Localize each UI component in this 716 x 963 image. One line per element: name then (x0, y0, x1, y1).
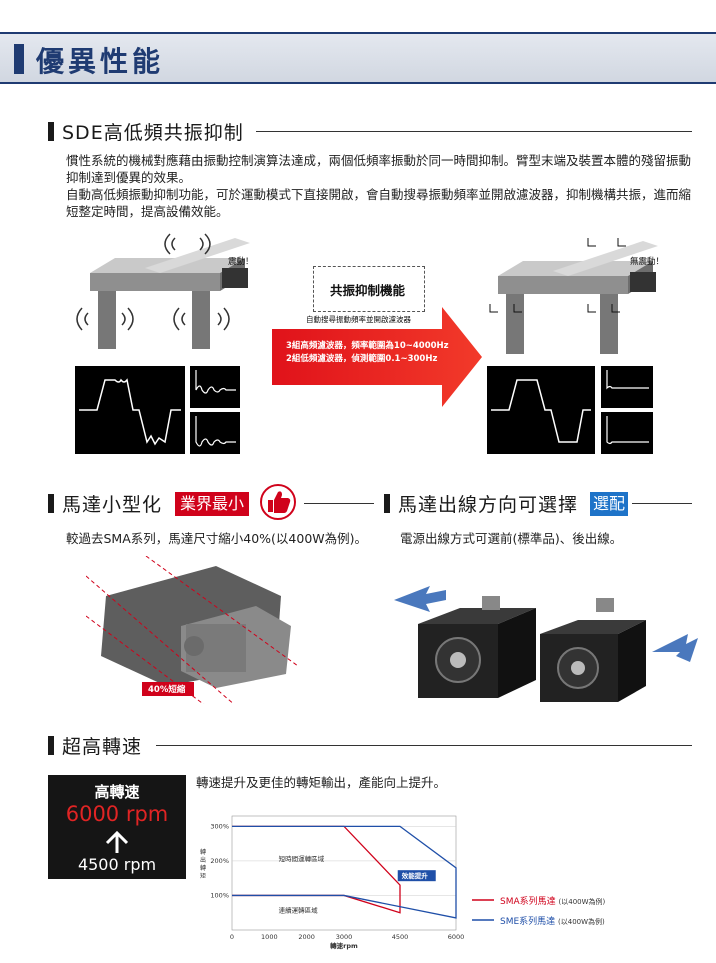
speed-chart-caption: 轉速提升及更佳的轉矩輸出，產能向上提升。 (196, 775, 447, 790)
chart-x-tick-label: 1000 (261, 933, 278, 941)
chart-series-line-1 (232, 825, 457, 919)
vibrating-machine-illustration (76, 233, 250, 349)
chart-x-tick-label: 2000 (298, 933, 315, 941)
chart-improve-tag-label: 效能提升 (402, 871, 429, 880)
chart-y-axis-label-char: 矩 (200, 872, 206, 880)
resonance-function-label: 共振抑制機能 (330, 283, 406, 298)
chart-y-axis-label-char: 出 (200, 856, 206, 864)
resonance-function-box (313, 266, 425, 312)
chart-improve-tag-bg (397, 870, 436, 882)
header-marker (14, 44, 24, 74)
waveform-before-top (190, 366, 240, 408)
waveform-before-main (75, 366, 185, 454)
sde-paragraph-2: 自動高低頻振動抑制功能，可於運動模式下直接開啟，會自動搜尋振動頻率並開啟濾波器，… (66, 187, 692, 219)
resonance-function-note: 自動搜尋振動頻率並開啟濾波器 (306, 315, 411, 324)
vibration-tag: 震動！ (228, 257, 254, 267)
new-max-speed: 6000 rpm (65, 802, 169, 826)
chart-x-tick-label: 6000 (448, 933, 465, 941)
motor-wiring-options-image (394, 586, 698, 702)
stable-machine-illustration (489, 238, 658, 354)
section-title-sde: SDE高低頻共振抑制 (62, 122, 244, 144)
chart-x-tick-label: 4500 (392, 933, 409, 941)
chart-legend-lines (472, 899, 494, 921)
legend-sma-name: SMA系列馬達 (500, 897, 556, 907)
chart-x-tick-label: 0 (230, 933, 234, 941)
motor-size-comparison-image (86, 556, 298, 704)
shrink-tag: 40%短縮 (148, 685, 186, 695)
sde-paragraph-1: 慣性系統的機械對應藉由振動控制演算法達成，兩個低頻率振動於同一時間抑制。臂型末端… (66, 153, 692, 185)
arrow-text-high-freq: 3組高頻濾波器，頻率範圍為10~4000Hz (286, 341, 449, 351)
arrow-up-icon (105, 830, 129, 853)
section-rule (632, 503, 692, 504)
optional-badge: 選配 (590, 492, 629, 516)
legend-sme: SME系列馬達 (以400W為例) (500, 914, 605, 927)
chart-y-tick-label: 200% (210, 857, 229, 865)
miniaturization-desc: 較過去SMA系列，馬達尺寸縮小40%(以400W為例)。 (66, 531, 368, 546)
torque-speed-chart: 100% 200% 300% 0 1000 2000 3000 4500 6000 轉速rpm 轉出… (200, 815, 465, 950)
high-speed-title: 高轉速 (94, 783, 140, 801)
page-header: 優異性能 (0, 32, 716, 84)
section-title-miniaturization: 馬達小型化 (62, 494, 163, 516)
arrow-text-low-freq: 2組低頻濾波器，偵測範圍0.1~300Hz (286, 354, 438, 364)
section-marker (48, 736, 54, 755)
section-title-wiring-direction: 馬達出線方向可選擇 (398, 494, 579, 516)
waveform-after-top (601, 366, 653, 408)
old-max-speed: 4500 rpm (77, 855, 157, 874)
section-title-high-speed: 超高轉速 (62, 736, 143, 758)
legend-sme-name: SME系列馬達 (500, 917, 556, 927)
industry-smallest-badge: 業界最小 (175, 492, 250, 516)
chart-y-tick-label: 100% (210, 891, 229, 899)
section-marker (384, 494, 390, 513)
waveform-after-main (487, 366, 595, 454)
high-speed-box: 高轉速 6000 rpm 4500 rpm (48, 775, 186, 879)
legend-sma-note: (以400W為例) (558, 898, 606, 906)
legend-sma: SMA系列馬達 (以400W為例) (500, 894, 605, 907)
waveform-before-bottom (190, 412, 240, 454)
chart-y-axis-label-char: 轉 (200, 848, 206, 856)
section-rule (256, 131, 692, 132)
improvement-arrow (272, 307, 482, 407)
chart-x-axis-label: 轉速rpm (330, 941, 358, 950)
section-marker (48, 494, 54, 513)
chart-x-tick-label: 3000 (336, 933, 353, 941)
section-marker (48, 122, 54, 141)
legend-sme-note: (以400W為例) (558, 918, 605, 926)
chart-y-tick-label: 300% (210, 822, 229, 830)
chart-region-continuous-label: 連續運轉區域 (279, 906, 319, 915)
waveform-after-bottom (601, 412, 653, 454)
wiring-desc: 電源出線方式可選前(標準品)、後出線。 (400, 531, 623, 546)
chart-y-axis-label-char: 轉 (200, 864, 206, 872)
section-rule (156, 745, 692, 746)
thumbs-up-icon (260, 484, 296, 520)
section-rule (304, 503, 374, 504)
no-vibration-tag: 無震動！ (630, 257, 665, 267)
chart-series-line-0 (232, 825, 401, 914)
chart-region-short-label: 短時間運轉區域 (279, 854, 325, 863)
page-title: 優異性能 (36, 45, 165, 78)
